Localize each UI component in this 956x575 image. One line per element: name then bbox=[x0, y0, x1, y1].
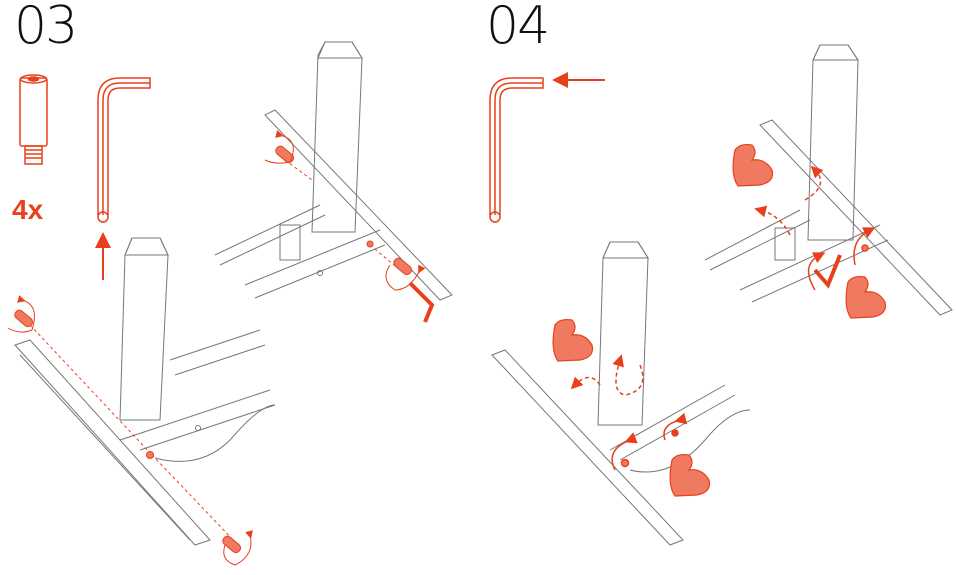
quantity-label: 4x bbox=[12, 194, 44, 225]
step-number-04: 04 bbox=[486, 0, 550, 56]
tighten-markers-step4-right bbox=[754, 165, 876, 291]
flexed-arm-icon bbox=[552, 143, 887, 497]
leg-frame-step4-left bbox=[491, 241, 751, 546]
leg-frame-left bbox=[14, 237, 276, 546]
bolt-insert-markers-right bbox=[264, 130, 435, 323]
step-number-03: 03 bbox=[14, 0, 78, 56]
tighten-markers-step4-left bbox=[570, 354, 688, 471]
leg-frame-right bbox=[214, 41, 453, 301]
hex-key-icon-step4 bbox=[489, 77, 544, 223]
bolt-icon bbox=[19, 74, 48, 165]
bolt-insert-markers-left bbox=[7, 295, 253, 566]
leg-frame-step4-right bbox=[704, 44, 953, 316]
hex-key-icon bbox=[97, 77, 151, 223]
